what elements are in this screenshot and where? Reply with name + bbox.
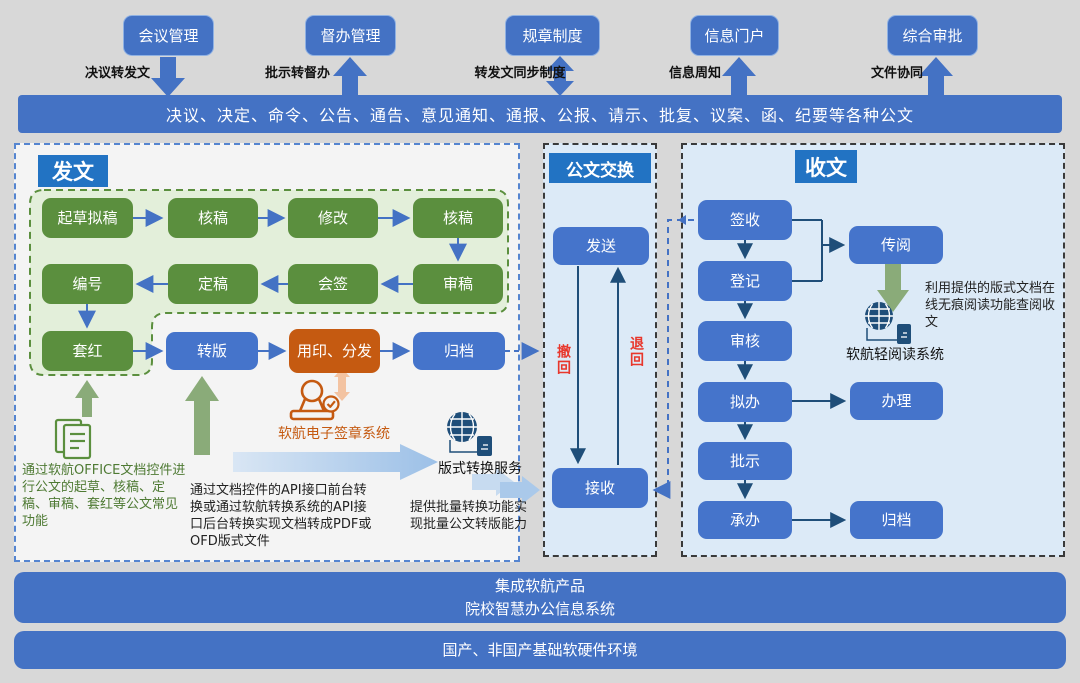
label-stamp-system: 软航电子签章系统 bbox=[278, 426, 390, 442]
fawen-title: 发文 bbox=[38, 155, 108, 187]
note-office-control: 通过软航OFFICE文档控件进行公文的起草、核稿、定稿、审稿、套红等公文常见功能 bbox=[22, 463, 186, 529]
integration-line2: 院校智慧办公信息系统 bbox=[464, 599, 615, 618]
arrow-up-portal bbox=[722, 57, 756, 96]
flow-label-resolution-to-outgoing: 决议转发文 bbox=[84, 66, 150, 81]
node-red-header: 套红 bbox=[42, 331, 133, 371]
module-meeting-management: 会议管理 bbox=[123, 15, 214, 56]
node-handle: 办理 bbox=[850, 382, 943, 420]
module-supervision-management: 督办管理 bbox=[305, 15, 396, 56]
node-seal-distribute: 用印、分发 bbox=[289, 329, 380, 373]
node-countersign: 会签 bbox=[288, 264, 378, 304]
node-review-2: 核稿 bbox=[413, 198, 503, 238]
flow-label-info-notice: 信息周知 bbox=[668, 66, 721, 81]
module-approval: 综合审批 bbox=[887, 15, 978, 56]
exchange-title: 公文交换 bbox=[549, 153, 651, 183]
node-circulate: 传阅 bbox=[849, 226, 943, 264]
flow-label-file-collaboration: 文件协同 bbox=[870, 66, 923, 81]
label-format-service: 版式转换服务 bbox=[438, 461, 522, 477]
label-recall: 撤回 bbox=[555, 344, 571, 376]
shouwen-title: 收文 bbox=[795, 150, 857, 183]
integration-banner: 集成软航产品 院校智慧办公信息系统 bbox=[14, 572, 1066, 623]
node-audit: 审核 bbox=[698, 321, 792, 361]
integration-line1: 集成软航产品 bbox=[494, 576, 585, 595]
arrow-up-approval bbox=[919, 57, 953, 96]
node-numbering: 编号 bbox=[42, 264, 133, 304]
environment-label: 国产、非国产基础软硬件环境 bbox=[442, 640, 638, 659]
node-receive: 接收 bbox=[552, 468, 648, 508]
arrow-up-supervision bbox=[333, 57, 367, 96]
node-sign-in: 签收 bbox=[698, 200, 792, 240]
node-archive-outgoing: 归档 bbox=[413, 332, 505, 370]
module-info-portal: 信息门户 bbox=[690, 15, 779, 56]
arrow-down-meeting bbox=[151, 57, 185, 97]
environment-banner: 国产、非国产基础软硬件环境 bbox=[14, 631, 1066, 669]
note-reader: 利用提供的版式文档在线无痕阅读功能查阅收文 bbox=[925, 281, 1056, 330]
node-draft: 起草拟稿 bbox=[42, 198, 133, 238]
flow-label-forward-sync: 转发文同步制度 bbox=[474, 66, 566, 81]
node-undertake: 承办 bbox=[698, 501, 792, 539]
module-rules-regulations: 规章制度 bbox=[505, 15, 600, 56]
node-modify: 修改 bbox=[288, 198, 378, 238]
node-review-1: 核稿 bbox=[168, 198, 258, 238]
label-reader-system: 软航轻阅读系统 bbox=[846, 347, 944, 363]
node-archive-incoming: 归档 bbox=[850, 501, 943, 539]
flow-label-instruction-to-supervision: 批示转督办 bbox=[264, 66, 330, 81]
node-instruction: 批示 bbox=[698, 442, 792, 480]
node-review-draft: 审稿 bbox=[413, 264, 503, 304]
node-register: 登记 bbox=[698, 261, 792, 301]
label-return: 退回 bbox=[628, 336, 644, 368]
node-proposal: 拟办 bbox=[698, 382, 792, 422]
node-finalize: 定稿 bbox=[168, 264, 258, 304]
note-api-convert: 通过文档控件的API接口前台转换或通过软航转换系统的API接口后台转换实现文档转… bbox=[190, 483, 372, 549]
note-batch-convert: 提供批量转换功能实现批量公文转版能力 bbox=[410, 500, 528, 532]
node-send: 发送 bbox=[553, 227, 649, 265]
document-types-banner: 决议、决定、命令、公告、通告、意见通知、通报、公报、请示、批复、议案、函、纪要等… bbox=[18, 95, 1062, 133]
node-format-convert: 转版 bbox=[166, 332, 258, 370]
